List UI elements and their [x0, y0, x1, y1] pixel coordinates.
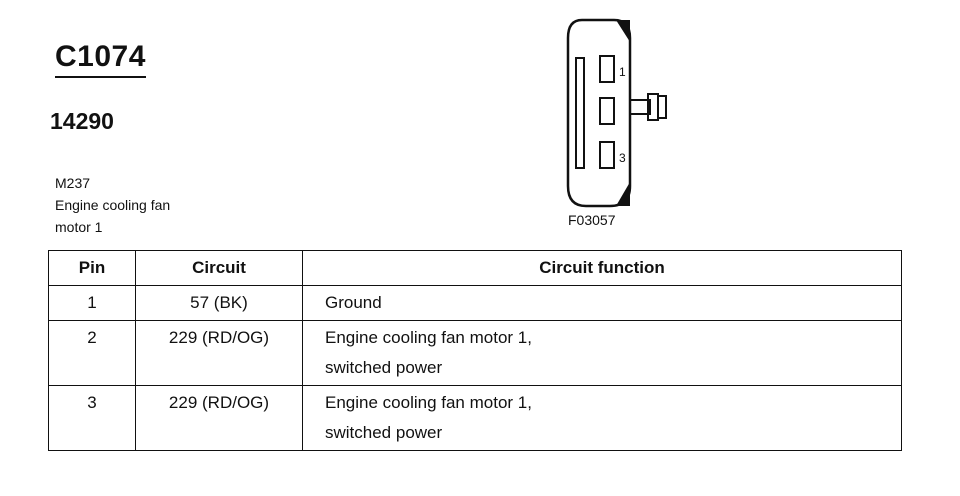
part-number: 14290 [50, 108, 114, 134]
header-circuit: Circuit [135, 250, 303, 286]
table-row: 3 229 (RD/OG) Engine cooling fan motor 1… [48, 385, 902, 451]
pin-cavity-2 [599, 97, 615, 125]
cell-pin: 3 [48, 385, 136, 451]
function-line: Ground [325, 293, 382, 312]
housing-notch-bottom [616, 182, 630, 206]
table-row: 2 229 (RD/OG) Engine cooling fan motor 1… [48, 320, 902, 386]
cell-pin: 1 [48, 285, 136, 321]
header-pin: Pin [48, 250, 136, 286]
description-line-1: Engine cooling fan [55, 197, 171, 213]
pin-table-header: Pin Circuit Circuit function [48, 250, 902, 286]
cell-pin: 2 [48, 320, 136, 386]
pin-label-3: 3 [619, 151, 626, 165]
function-line: switched power [325, 423, 443, 442]
connector-face-diagram: 1 3 [566, 18, 667, 208]
lock-tab-stem [629, 99, 651, 115]
pin-label-1: 1 [619, 65, 626, 79]
cell-circuit: 229 (RD/OG) [135, 385, 303, 451]
function-line: Engine cooling fan motor 1, [325, 393, 532, 412]
cell-circuit-function: Engine cooling fan motor 1, switched pow… [302, 320, 902, 386]
pin-table: Pin Circuit Circuit function 1 57 (BK) G… [48, 250, 902, 451]
header-circuit-function: Circuit function [302, 250, 902, 286]
cell-circuit: 57 (BK) [135, 285, 303, 321]
description-line-2: motor 1 [55, 219, 103, 235]
cell-circuit-function: Engine cooling fan motor 1, switched pow… [302, 385, 902, 451]
latch-slot [575, 57, 585, 169]
pin-cavity-3 [599, 141, 615, 169]
function-line: Engine cooling fan motor 1, [325, 328, 532, 347]
housing-notch-top [616, 20, 630, 42]
connector-description: M237 Engine cooling fan motor 1 [55, 172, 170, 238]
table-row: 1 57 (BK) Ground [48, 285, 902, 321]
cell-circuit-function: Ground [302, 285, 902, 321]
function-line: switched power [325, 358, 443, 377]
lock-tab-cap [657, 95, 667, 119]
location-code: M237 [55, 175, 91, 191]
figure-id: F03057 [568, 212, 616, 228]
connector-id-title: C1074 [55, 42, 146, 78]
cell-circuit: 229 (RD/OG) [135, 320, 303, 386]
pin-cavity-1 [599, 55, 615, 83]
